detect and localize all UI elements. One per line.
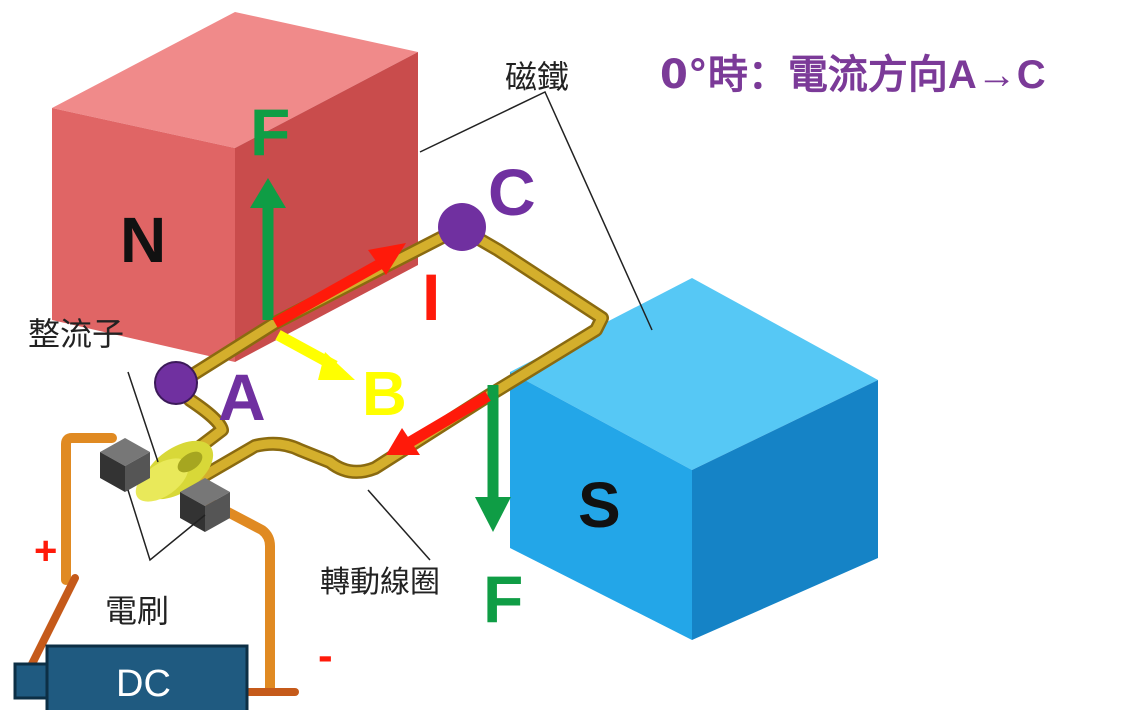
current-arrow-bottom (386, 391, 491, 455)
point-b-label: B (362, 360, 407, 429)
plus-sign: + (34, 529, 57, 573)
part-leader-lines (127, 371, 431, 562)
brush-label: 電刷 (105, 592, 169, 630)
field-arrow-b (275, 330, 355, 380)
rotating-coil (171, 221, 609, 485)
north-pole-label: N (120, 204, 166, 276)
coil-label: 轉動線圈 (320, 565, 440, 600)
north-magnet (52, 12, 418, 362)
point-a-label: A (218, 360, 266, 434)
brush-left (100, 438, 150, 492)
brush-right (180, 478, 230, 532)
battery-label: DC (116, 663, 171, 705)
commutator-label: 整流子 (28, 315, 124, 353)
force-top-label: F (250, 95, 290, 169)
force-arrow-down (475, 385, 511, 532)
magnet-label: 磁鐵 (505, 58, 569, 96)
force-arrow-up (250, 178, 286, 320)
magnet-leader-lines (419, 90, 653, 331)
battery-leads (26, 574, 299, 696)
south-pole-label: S (578, 469, 621, 541)
force-bottom-label: F (483, 562, 523, 636)
current-label: I (422, 260, 440, 334)
title-text: 0°時：電流方向A→C (660, 52, 1046, 98)
current-arrow-top (272, 243, 406, 328)
dc-battery (13, 644, 249, 710)
point-c-marker (438, 203, 486, 251)
commutator (135, 440, 214, 502)
south-magnet (510, 278, 878, 640)
point-c-label: C (488, 155, 536, 229)
external-wires (61, 433, 275, 695)
minus-sign: - (318, 631, 333, 680)
point-a-marker (154, 361, 198, 405)
